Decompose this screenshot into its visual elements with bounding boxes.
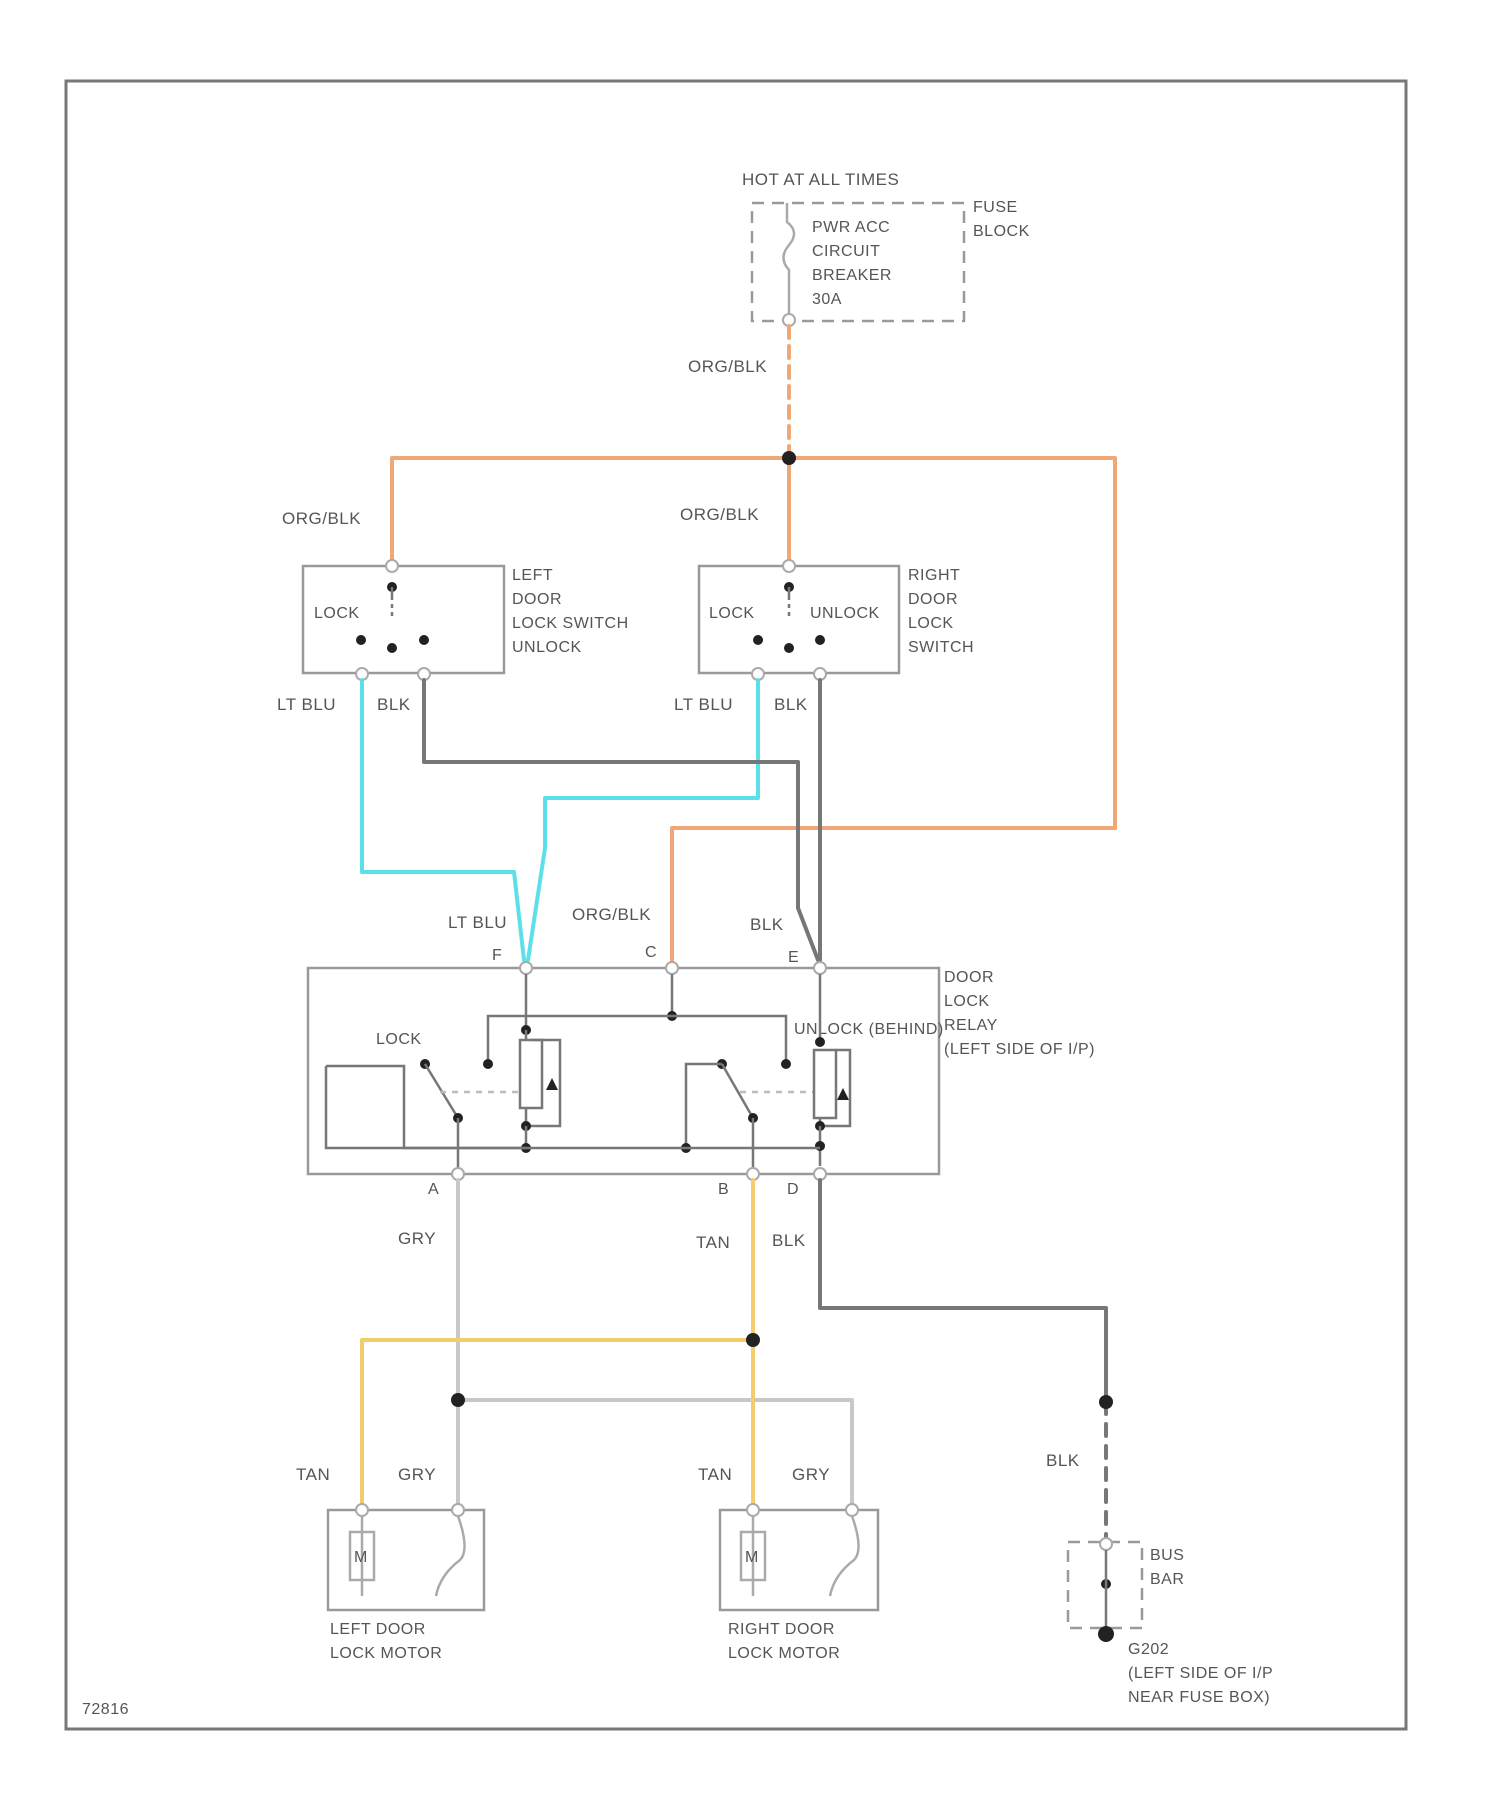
relay-unlock-label: UNLOCK (BEHIND) (794, 1021, 944, 1038)
relay-box (308, 968, 939, 1174)
bus-bar-label: BUS BAR (1150, 1547, 1189, 1588)
left-switch-name: LEFT DOOR LOCK SWITCH UNLOCK (512, 567, 634, 656)
right-switch-unlock-label: UNLOCK (810, 605, 880, 622)
relay-pin-f: F (492, 947, 502, 964)
relay-pin-e: E (788, 949, 799, 966)
relay-name: DOOR LOCK RELAY (LEFT SIDE OF I/P) (944, 969, 1095, 1058)
left-motor-name: LEFT DOOR LOCK MOTOR (330, 1621, 442, 1662)
blk-ground-wire (820, 1180, 1106, 1402)
right-switch-blk-label: BLK (774, 695, 808, 714)
gry-branch-wire (458, 1400, 852, 1508)
left-motor-m: M (354, 1549, 368, 1566)
diagram-code: 72816 (82, 1701, 129, 1718)
ground-point-label: G202 (LEFT SIDE OF I/P NEAR FUSE BOX) (1128, 1641, 1278, 1706)
right-door-lock-switch: ORG/BLK LOCK UNLOCK RIGHT DOOR LOCK SWIT… (674, 505, 974, 714)
relay-internal-wiring (326, 974, 850, 1168)
output-gry-label: GRY (398, 1229, 436, 1248)
breaker-label: PWR ACC CIRCUIT BREAKER 30A (812, 219, 897, 308)
ground-blk-label: BLK (1046, 1451, 1080, 1470)
fuse-block-label: FUSE BLOCK (973, 199, 1030, 240)
right-motor-tan-label: TAN (698, 1465, 732, 1484)
relay-pin-c: C (645, 944, 657, 961)
relay-ltblu-label: LT BLU (448, 913, 507, 932)
fuse-block: HOT AT ALL TIMES PWR ACC CIRCUIT BREAKER… (742, 170, 1030, 326)
right-motor-gry-label: GRY (792, 1465, 830, 1484)
relay-orgblk-label: ORG/BLK (572, 905, 651, 924)
right-switch-feed-label: ORG/BLK (680, 505, 759, 524)
right-motor-m: M (745, 1549, 759, 1566)
right-motor-name: RIGHT DOOR LOCK MOTOR (728, 1621, 840, 1662)
ground-bus-bar: BLK BUS BAR G202 (LEFT SIDE OF I/P NEAR … (1046, 1451, 1278, 1706)
right-switch-ltblu-label: LT BLU (674, 695, 733, 714)
relay-pin-d: D (787, 1181, 799, 1198)
output-tan-label: TAN (696, 1233, 730, 1252)
left-motor-tan-label: TAN (296, 1465, 330, 1484)
left-switch-feed-label: ORG/BLK (282, 509, 361, 528)
right-switch-lock-label: LOCK (709, 605, 755, 622)
left-switch-lock-label: LOCK (314, 605, 360, 622)
orn-bus-wire (392, 458, 1115, 965)
left-door-lock-switch: ORG/BLK LOCK LEFT DOOR LOCK SWITCH UNLOC… (277, 509, 634, 714)
door-lock-relay: LT BLU ORG/BLK BLK F C E DOOR LOCK RELAY… (308, 905, 1095, 1198)
left-motor-gry-label: GRY (398, 1465, 436, 1484)
circuit-breaker-symbol (784, 203, 795, 318)
relay-pin-b: B (718, 1181, 729, 1198)
diagram-frame (66, 81, 1406, 1729)
left-door-lock-motor: TAN GRY M LEFT DOOR LOCK MOTOR (296, 1465, 484, 1662)
left-switch-ltblu-label: LT BLU (277, 695, 336, 714)
feed-wire-label: ORG/BLK (688, 357, 767, 376)
relay-lock-label: LOCK (376, 1031, 422, 1048)
output-blk-label: BLK (772, 1231, 806, 1250)
hot-at-all-times-label: HOT AT ALL TIMES (742, 170, 899, 189)
right-switch-name: RIGHT DOOR LOCK SWITCH (908, 567, 974, 656)
relay-blk-label: BLK (750, 915, 784, 934)
left-switch-blk-label: BLK (377, 695, 411, 714)
relay-pin-a: A (428, 1181, 439, 1198)
